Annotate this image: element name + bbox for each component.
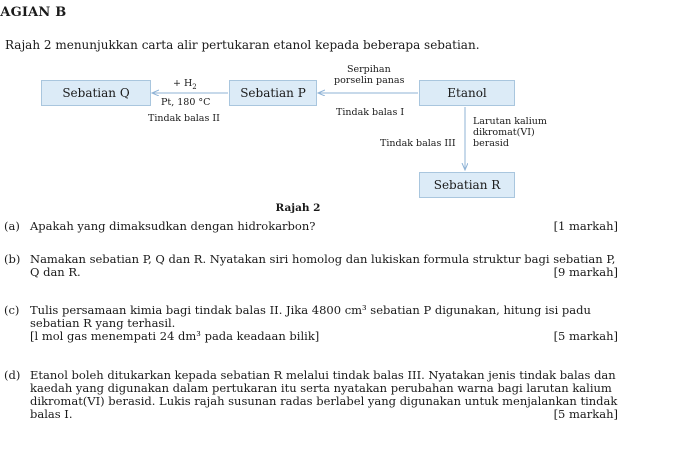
question-b-line1: Namakan sebatian P, Q dan R. Nyatakan si… [30, 252, 616, 266]
box-sebatian-p: Sebatian P [229, 80, 317, 106]
question-b-line2: Q dan R. [30, 265, 81, 279]
question-a-letter: (a) [4, 219, 20, 233]
question-d-line2: kaedah yang digunakan dalam pertukaran i… [30, 381, 612, 395]
label-larutan-kalium: Larutan kalium [473, 116, 547, 127]
question-b: (b) Namakan sebatian P, Q dan R. Nyataka… [4, 253, 618, 279]
question-d-line3: dikromat(VI) berasid. Lukis rajah susuna… [30, 394, 618, 408]
question-d-mark: [5 markah] [553, 407, 618, 421]
section-title: IAGIAN B [0, 5, 67, 20]
box-sebatian-r: Sebatian R [419, 172, 515, 198]
label-porselin-panas: porselin panas [334, 75, 405, 86]
label-pt-temp: Pt, 180 °C [161, 97, 211, 108]
question-d: (d) Etanol boleh ditukarkan kepada sebat… [4, 369, 618, 421]
diagram-caption: Rajah 2 [275, 202, 321, 214]
question-a: (a) [1 markah] Apakah yang dimaksudkan d… [4, 220, 618, 233]
question-c-line1: Tulis persamaan kimia bagi tindak balas … [30, 303, 591, 317]
question-b-mark: [9 markah] [553, 265, 618, 279]
label-berasid: berasid [473, 138, 509, 149]
label-h2: + H2 [173, 78, 197, 91]
question-d-line1: Etanol boleh ditukarkan kepada sebatian … [30, 368, 616, 382]
label-tindak-balas-1: Tindak balas I [336, 107, 405, 118]
box-sebatian-q: Sebatian Q [41, 80, 151, 106]
question-c-letter: (c) [4, 303, 20, 317]
question-b-letter: (b) [4, 252, 21, 266]
question-c-line3: [l mol gas menempati 24 dm³ pada keadaan… [30, 329, 320, 343]
question-a-mark: [1 markah] [553, 219, 618, 233]
box-etanol: Etanol [419, 80, 515, 106]
intro-text: Rajah 2 menunjukkan carta alir pertukara… [5, 38, 480, 52]
question-d-letter: (d) [4, 368, 21, 382]
label-dikromat: dikromat(VI) [473, 127, 535, 138]
flowchart-arrows [0, 0, 676, 210]
question-a-text: Apakah yang dimaksudkan dengan hidrokarb… [30, 219, 316, 233]
label-tindak-balas-3: Tindak balas III [380, 138, 456, 149]
label-tindak-balas-2: Tindak balas II [148, 113, 220, 124]
box-etanol-label: Etanol [447, 86, 487, 100]
question-c: (c) Tulis persamaan kimia bagi tindak ba… [4, 304, 618, 343]
question-c-mark: [5 markah] [553, 329, 618, 343]
question-c-line2: sebatian R yang terhasil. [30, 316, 176, 330]
box-q-label: Sebatian Q [62, 86, 130, 100]
box-r-label: Sebatian R [433, 178, 501, 192]
label-serpihan: Serpihan [347, 64, 391, 75]
box-p-label: Sebatian P [240, 86, 306, 100]
question-d-line4: balas I. [30, 407, 73, 421]
